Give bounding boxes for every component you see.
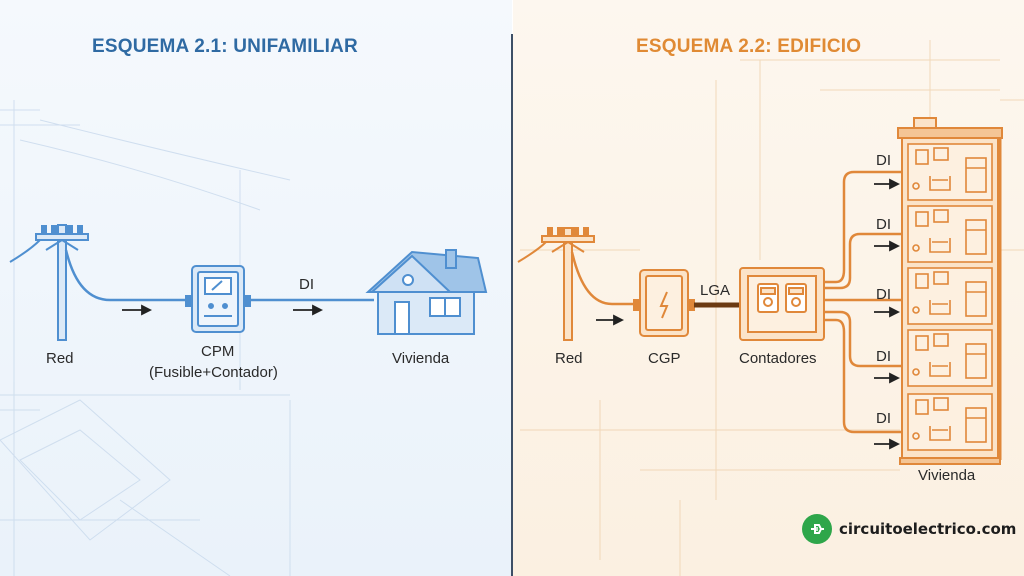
left-vivienda-label: Vivienda [392,350,450,367]
plug-logo-icon [802,514,832,544]
left-cable-pole-to-cpm [64,249,192,302]
left-title: ESQUEMA 2.1: UNIFAMILIAR [92,36,358,57]
di-label-floor-3: DI [876,286,891,303]
right-cable-pole-to-cgp [570,251,640,306]
panel-divider [511,34,513,576]
cpm-label: CPM [201,343,235,360]
floor-4 [907,329,993,387]
di-label-floor-2: DI [876,216,891,233]
contadores-box-icon [739,267,825,341]
left-red-label: Red [46,350,74,367]
right-arrow-1-icon [596,314,625,326]
brand-text: circuitoelectrico.com [839,520,1017,538]
brand-watermark[interactable]: circuitoelectrico.com [802,514,1016,544]
di-label-floor-5: DI [876,410,891,427]
right-vivienda-label: Vivienda [918,467,976,484]
cpm-box-icon [185,265,251,333]
right-title: ESQUEMA 2.2: EDIFICIO [636,36,862,57]
right-red-label: Red [555,350,583,367]
di-feeder-arrows [874,178,901,450]
building-floors [907,143,993,451]
left-utility-pole-icon [9,224,89,341]
floor-3 [907,267,993,325]
floor-5 [907,393,993,451]
contadores-label: Contadores [739,350,817,367]
cgp-box-icon [633,269,695,337]
di-label-floor-4: DI [876,348,891,365]
cgp-label: CGP [648,350,681,367]
left-blueprint-background [0,100,291,576]
right-utility-pole-icon [517,227,595,341]
di-feeder-lines [824,170,908,434]
di-label-floor-1: DI [876,152,891,169]
left-di-label: DI [299,276,314,293]
lga-label: LGA [700,282,731,299]
cpm-sub-label: (Fusible+Contador) [149,364,278,381]
house-icon [365,249,488,335]
floor-1 [907,143,993,201]
left-arrow-1-icon [122,304,153,316]
left-arrow-2-icon [293,304,324,316]
floor-2 [907,205,993,263]
